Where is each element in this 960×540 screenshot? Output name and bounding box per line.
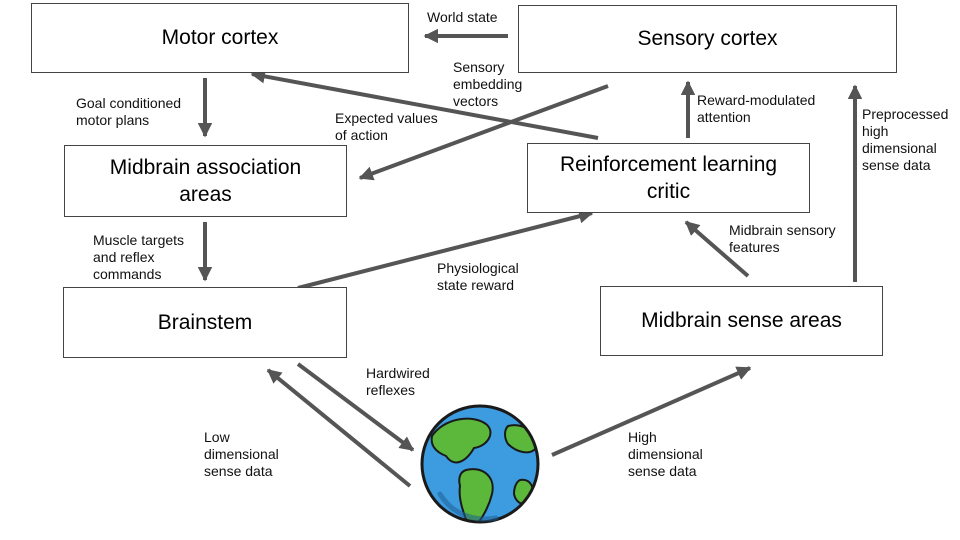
arrow-hardwired xyxy=(296,362,415,452)
arrow-expected-values xyxy=(358,84,609,181)
low-dim-label: Low dimensional sense data xyxy=(204,429,279,479)
arrow-sensory-features xyxy=(684,220,750,278)
hardwired-label: Hardwired reflexes xyxy=(366,365,430,398)
preprocessed-label: Preprocessed high dimensional sense data xyxy=(862,106,949,173)
goal-conditioned-label: Goal conditioned motor plans xyxy=(76,95,182,128)
arrow-physiological-reward xyxy=(297,209,594,290)
midbrain-sense-box: Midbrain sense areas xyxy=(600,286,883,356)
midbrain-association-box: Midbrain association areas xyxy=(64,145,347,217)
arrow-high-dim xyxy=(551,366,752,457)
muscle-targets-label: Muscle targets and reflex commands xyxy=(93,232,185,282)
world-state-label: World state xyxy=(427,9,498,25)
sensory-cortex-box: Sensory cortex xyxy=(518,5,897,73)
physiological-reward-label: Physiological state reward xyxy=(437,260,519,293)
rl-critic-box: Reinforcement learning critic xyxy=(527,143,810,213)
brainstem-box: Brainstem xyxy=(63,287,347,358)
high-dim-label: High dimensional sense data xyxy=(628,429,703,479)
motor-cortex-box: Motor cortex xyxy=(31,3,409,73)
arrow-low-dim xyxy=(266,368,412,488)
reward-modulated-label: Reward-modulated attention xyxy=(697,92,816,125)
sensory-embedding-label: Sensory embedding vectors xyxy=(453,59,523,109)
expected-values-label: Expected values of action xyxy=(335,110,438,143)
midbrain-sensory-features-label: Midbrain sensory features xyxy=(729,222,836,255)
arrow-critic-to-motor xyxy=(250,69,599,140)
globe-icon xyxy=(420,404,540,524)
